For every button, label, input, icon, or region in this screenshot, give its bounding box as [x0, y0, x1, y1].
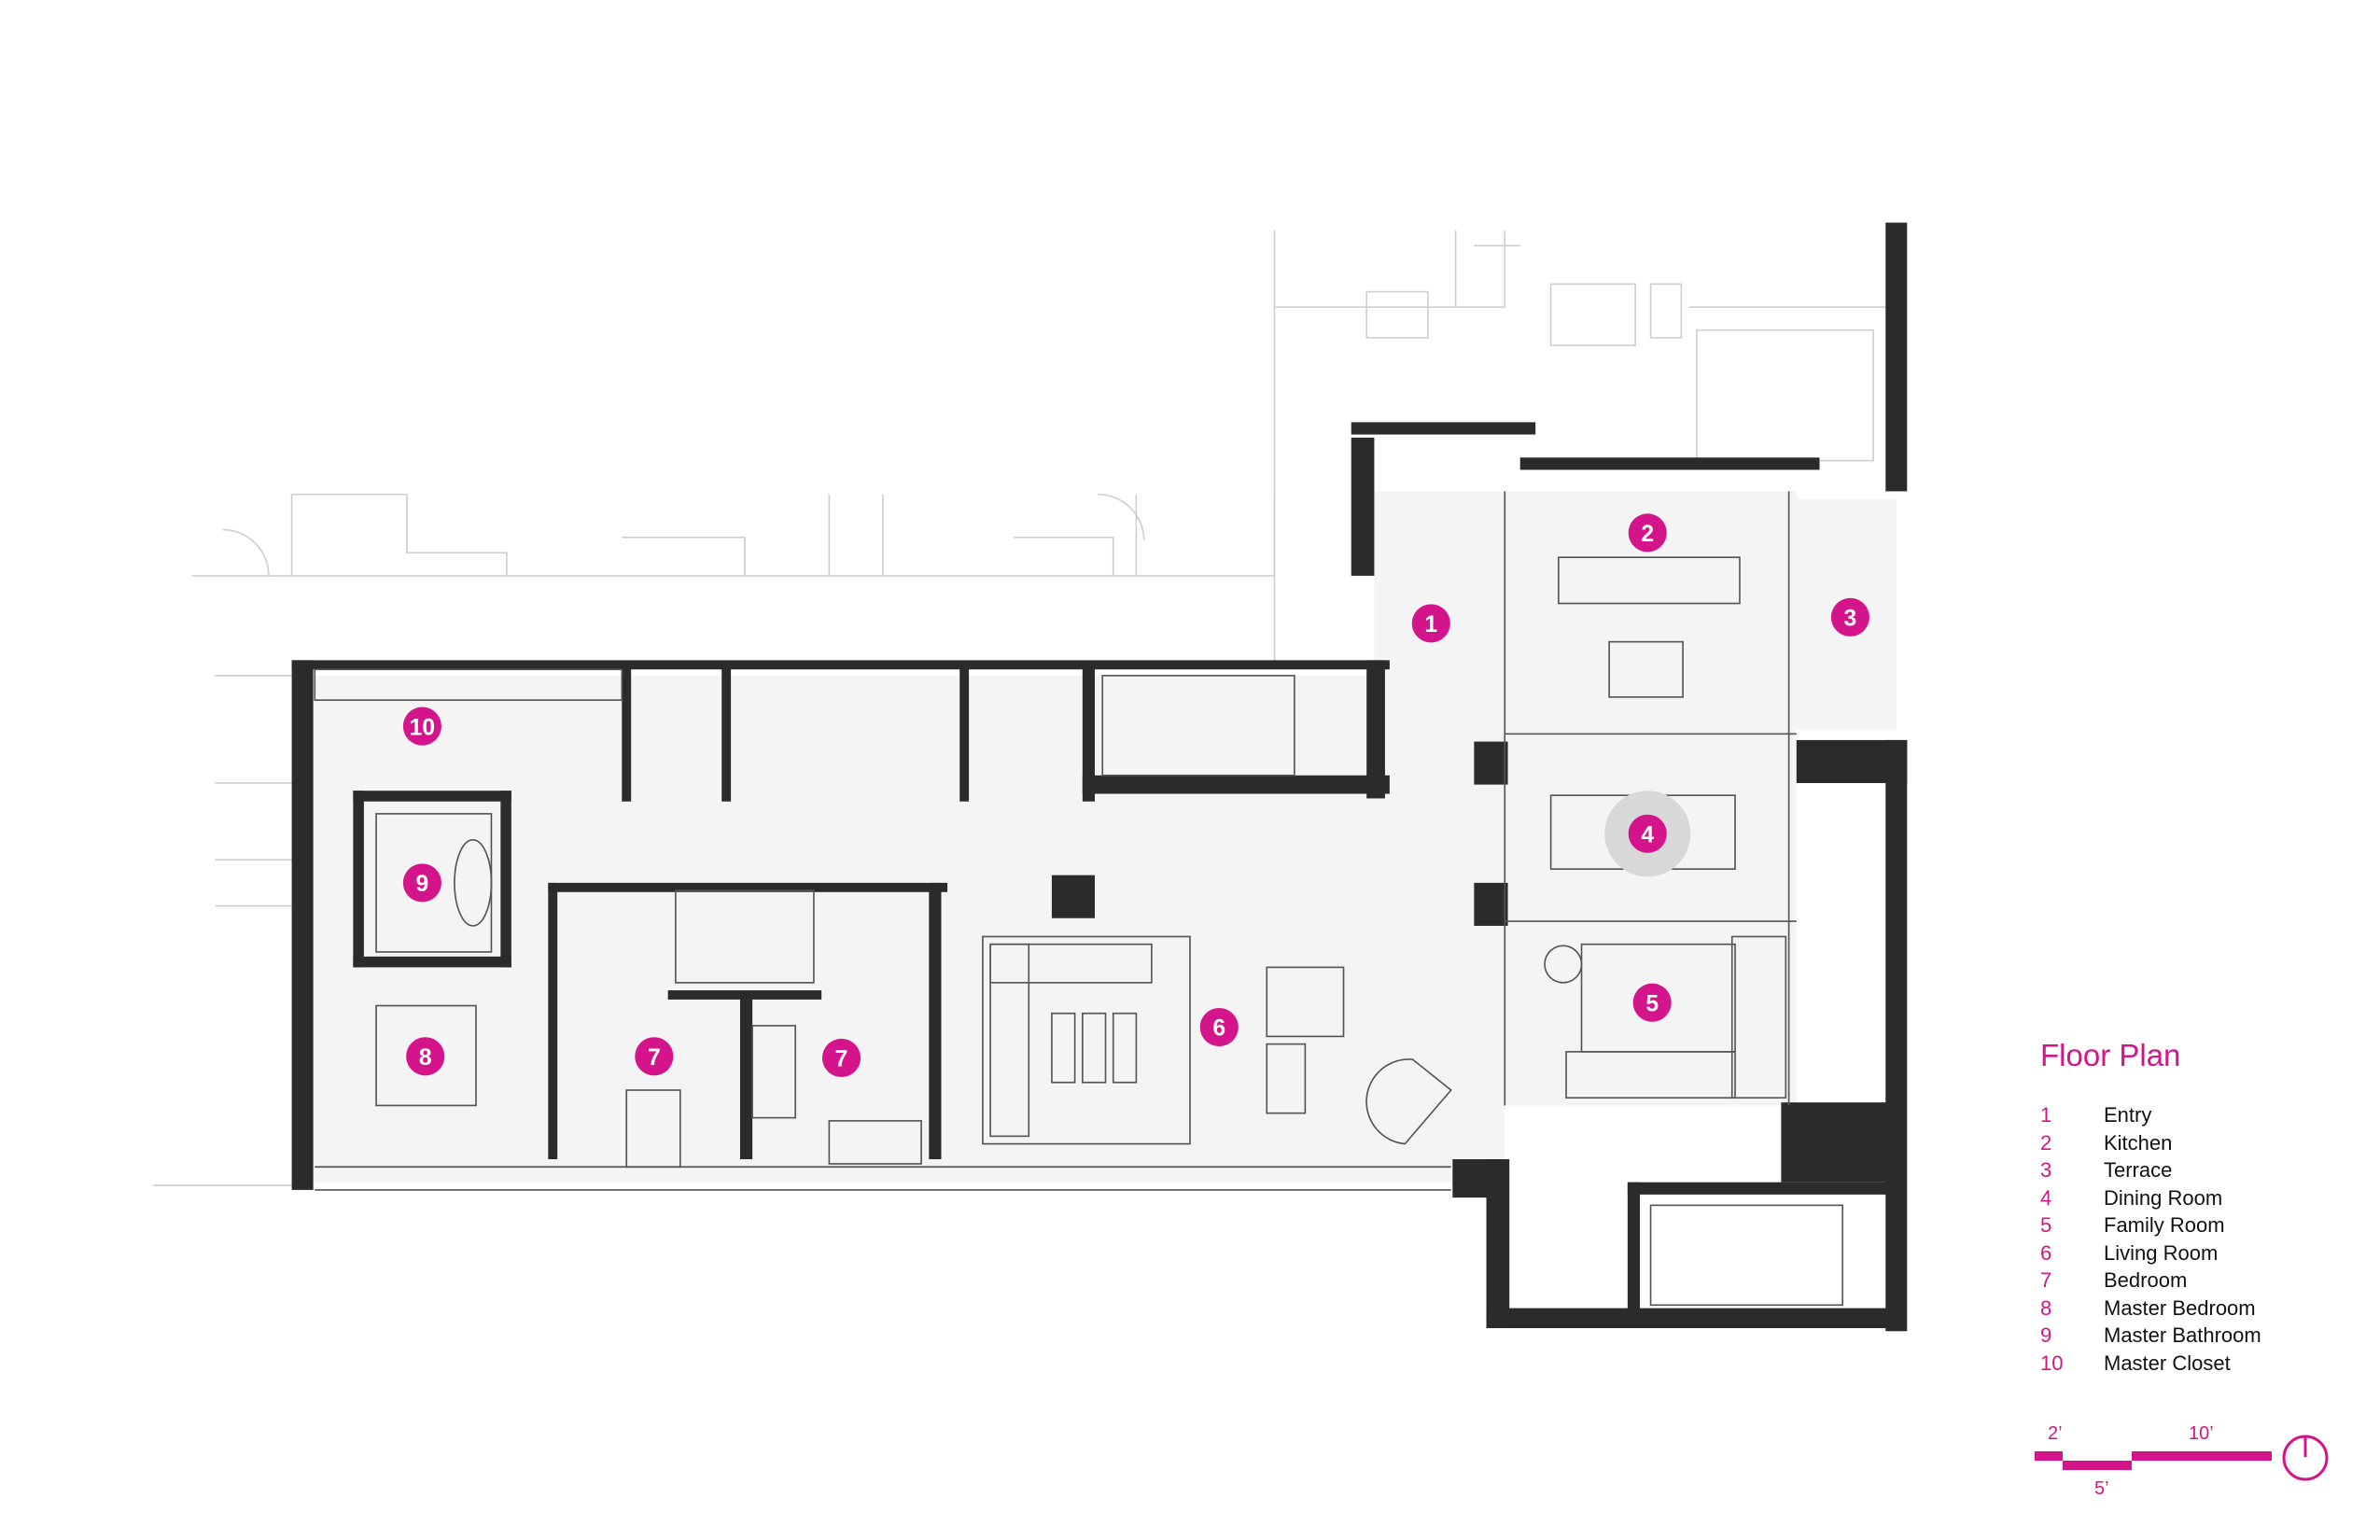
room-marker: 5 [1632, 983, 1672, 1022]
room-markers: 1 2 3 4 5 6 7 7 8 9 10 [402, 513, 1869, 1078]
marker-circle [635, 1037, 674, 1076]
legend-item: 7 Bedroom [2040, 1267, 2261, 1295]
room-marker: 10 [402, 707, 441, 746]
legend-number: 6 [2040, 1240, 2052, 1265]
marker-circle [1628, 814, 1667, 853]
room-marker: 9 [402, 863, 441, 903]
legend-label: Entry [2104, 1103, 2152, 1127]
marker-circle [402, 707, 441, 746]
walls [291, 222, 1908, 1332]
stair [1649, 1204, 1844, 1307]
marker-number: 1 [1424, 612, 1437, 637]
legend-number: 4 [2040, 1185, 2052, 1210]
legend-number: 2 [2040, 1130, 2052, 1155]
legend-item: 3 Terrace [2040, 1156, 2261, 1184]
legend-item: 1 Entry [2040, 1101, 2261, 1129]
legend-item: 6 Living Room [2040, 1239, 2261, 1267]
marker-circle [406, 1037, 445, 1076]
room-marker: 7 [821, 1038, 861, 1078]
room-marker: 6 [1199, 1007, 1239, 1047]
legend-number: 3 [2040, 1158, 2052, 1182]
legend-number: 10 [2040, 1351, 2064, 1375]
legend-label: Living Room [2104, 1240, 2219, 1265]
scale-label-10ft: 10’ [2189, 1423, 2214, 1444]
legend-number: 7 [2040, 1268, 2052, 1292]
room-marker: 1 [1411, 604, 1450, 643]
marker-circle [1628, 513, 1667, 553]
marker-circle [1830, 597, 1869, 637]
legend-item: 10 Master Closet [2040, 1350, 2261, 1378]
legend-title: Floor Plan [2040, 1038, 2181, 1072]
marker-circle [1199, 1007, 1239, 1047]
room-marker: 2 [1628, 513, 1667, 553]
legend-item: 9 Master Bathroom [2040, 1322, 2261, 1350]
legend-label: Bedroom [2104, 1268, 2188, 1292]
marker-circle [1411, 604, 1450, 643]
legend-label: Dining Room [2104, 1185, 2223, 1210]
marker-number: 10 [410, 715, 435, 740]
legend-number: 5 [2040, 1213, 2052, 1237]
legend-number: 9 [2040, 1323, 2052, 1347]
marker-number: 2 [1641, 522, 1654, 547]
marker-number: 7 [835, 1047, 848, 1072]
legend-number: 1 [2040, 1103, 2052, 1127]
marker-number: 7 [648, 1045, 661, 1071]
north-arrow-icon [2282, 1435, 2329, 1481]
room-marker: 3 [1830, 597, 1869, 637]
marker-circle [402, 863, 441, 903]
legend-item: 4 Dining Room [2040, 1184, 2261, 1212]
legend-number: 8 [2040, 1295, 2052, 1320]
neighbor-outline [153, 230, 1886, 1186]
marker-circle [821, 1038, 861, 1078]
legend-label: Master Bedroom [2104, 1295, 2256, 1320]
marker-number: 8 [419, 1045, 432, 1071]
legend-item: 5 Family Room [2040, 1211, 2261, 1239]
room-marker: 7 [635, 1037, 674, 1076]
marker-circle [1632, 983, 1672, 1022]
marker-number: 3 [1844, 606, 1857, 631]
scale-label-2ft: 2’ [2048, 1423, 2063, 1444]
legend-label: Kitchen [2104, 1130, 2173, 1155]
scale-graphic [2035, 1435, 2329, 1481]
legend-item: 2 Kitchen [2040, 1129, 2261, 1157]
room-marker: 4 [1628, 814, 1667, 853]
legend: Floor Plan 1 Entry 2 Kitchen 3 Terrace 4 Dining… [2040, 1038, 2261, 1377]
legend-label: Family Room [2104, 1213, 2225, 1237]
scale-label-5ft: 5’ [2094, 1478, 2109, 1499]
marker-number: 6 [1212, 1016, 1225, 1042]
scale-bar: 2’ 5’ 10’ [2035, 1419, 2352, 1512]
marker-number: 4 [1641, 822, 1654, 847]
legend-label: Master Closet [2104, 1351, 2231, 1375]
stair [1101, 675, 1295, 777]
legend-label: Master Bathroom [2104, 1323, 2261, 1347]
marker-number: 9 [416, 872, 429, 897]
legend-item: 8 Master Bedroom [2040, 1295, 2261, 1323]
legend-label: Terrace [2104, 1158, 2173, 1182]
marker-number: 5 [1645, 991, 1659, 1016]
room-marker: 8 [406, 1037, 445, 1076]
